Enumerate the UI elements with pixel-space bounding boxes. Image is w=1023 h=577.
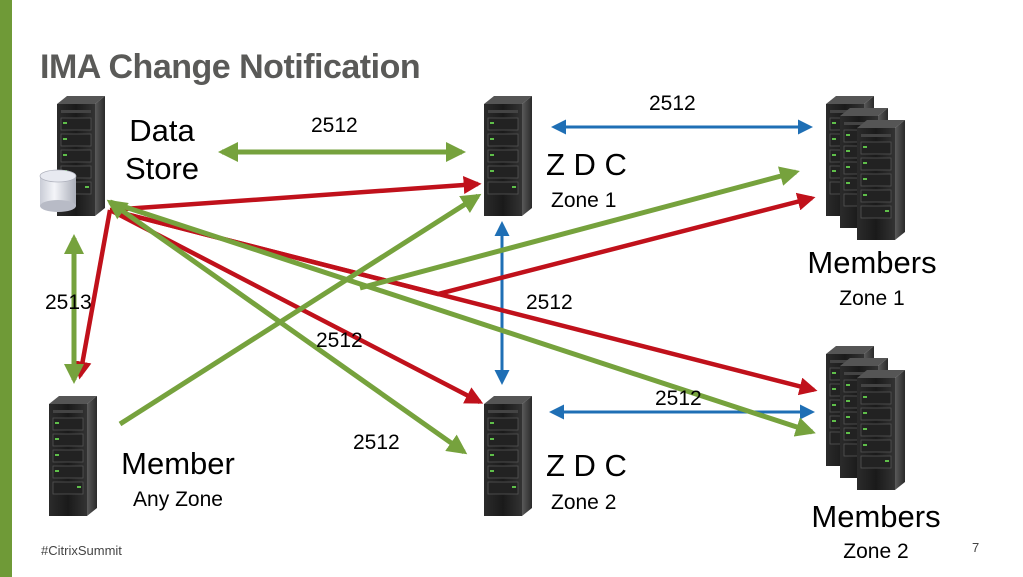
members-zone1-server-icon <box>825 95 906 241</box>
zdc2-name: Z D C <box>546 448 627 483</box>
port-label-zdc1-members1: 2512 <box>649 92 696 115</box>
arrow-red-ds-member <box>73 209 113 380</box>
port-label-zdc2-members2: 2512 <box>655 387 702 410</box>
member-any-server-icon <box>48 395 98 517</box>
data-store-label: Data Store <box>116 112 208 188</box>
port-label-cross: 2512 <box>316 329 363 352</box>
members-zone2-server-icon <box>825 345 906 491</box>
page-number: 7 <box>972 540 980 555</box>
zdc1-zone: Zone 1 <box>551 189 617 212</box>
footer-hashtag: #CitrixSummit <box>41 543 122 558</box>
port-label-ds-zdc1: 2512 <box>311 114 358 137</box>
port-label-member-zdc2: 2512 <box>353 431 400 454</box>
data-store-label-line1: Data <box>129 113 195 148</box>
database-icon <box>39 169 77 212</box>
accent-bar <box>0 0 12 577</box>
zdc1-server-icon <box>483 95 533 217</box>
arrow-red-ds-members1-path <box>109 192 816 297</box>
port-label-zdc1-zdc2: 2512 <box>526 291 573 314</box>
zdc1-name: Z D C <box>546 147 627 182</box>
members1-name: Members <box>807 245 937 280</box>
data-store-server-icon <box>39 95 106 217</box>
zdc2-server-icon <box>483 395 533 517</box>
members2-zone: Zone 2 <box>843 540 909 563</box>
arrow-green-members1-ds <box>106 199 468 455</box>
arrow-green-ds-members2 <box>109 199 816 437</box>
zdc2-zone: Zone 2 <box>551 491 617 514</box>
data-store-label-line2: Store <box>124 151 200 186</box>
member-any-zone: Any Zone <box>133 488 223 511</box>
port-label-ds-member: 2513 <box>45 291 92 314</box>
members1-zone: Zone 1 <box>839 287 905 310</box>
members2-name: Members <box>811 499 941 534</box>
slide-title: IMA Change Notification <box>40 48 421 86</box>
arrow-green-members1 <box>359 166 800 291</box>
member-any-name: Member <box>121 446 235 481</box>
arrow-member-zdc1 <box>118 193 482 427</box>
